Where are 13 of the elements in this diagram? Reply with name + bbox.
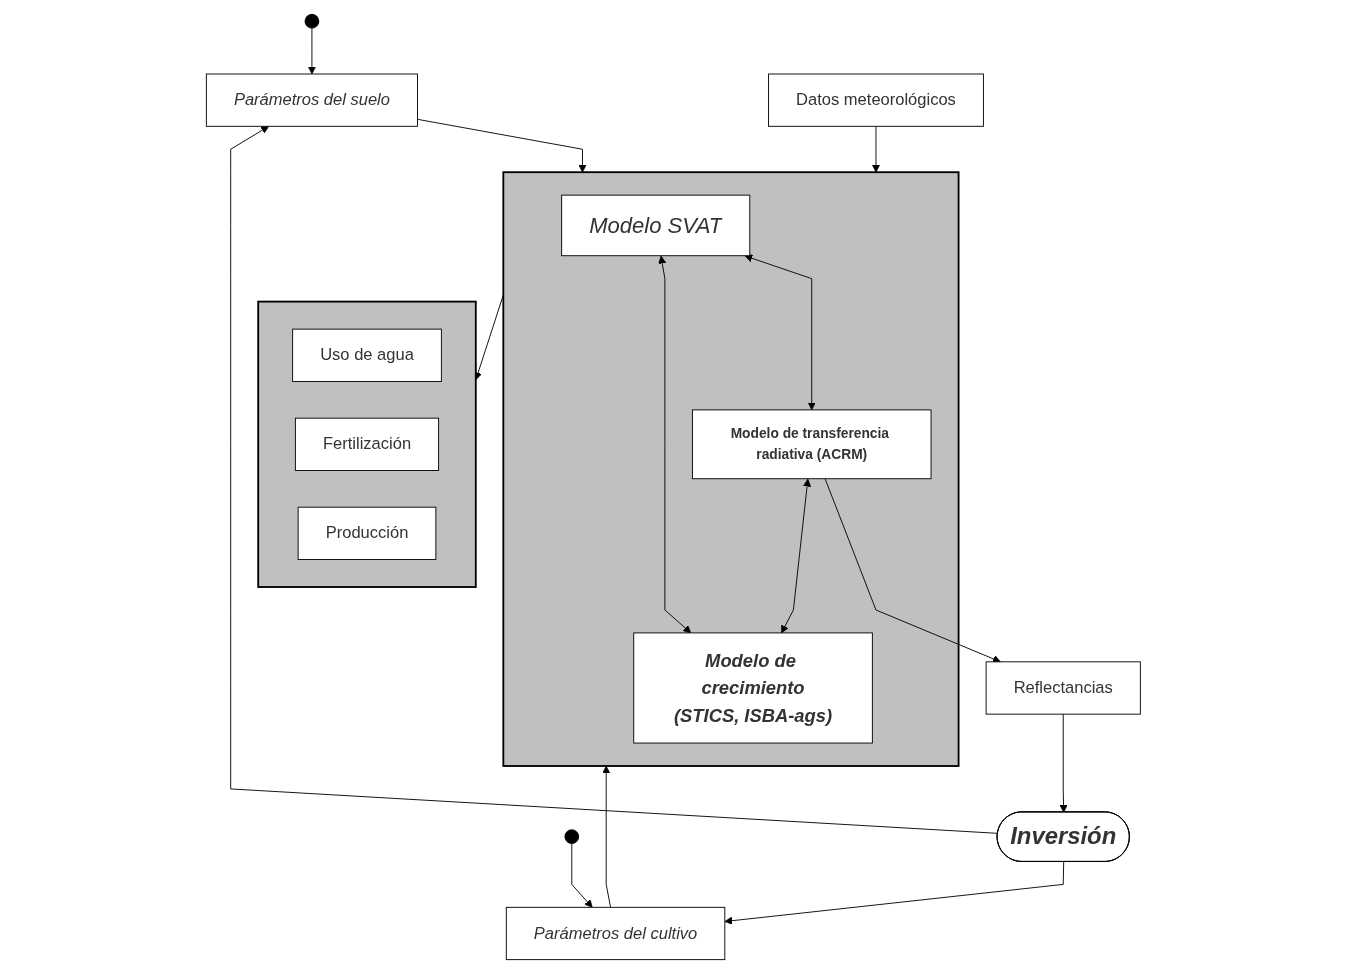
node-box: Uso de agua xyxy=(291,328,442,382)
node-box: Parámetros del cultivo xyxy=(505,906,725,961)
node-box: Producción xyxy=(297,506,436,560)
cluster xyxy=(256,300,477,588)
node-box: Modelo de crecimiento (STICS, ISBA-ags) xyxy=(632,632,873,744)
node-box: Datos meteorológicos xyxy=(767,73,984,127)
node-box: Parámetros del suelo xyxy=(205,73,418,127)
node-box: Modelo de transferencia radiativa (ACRM) xyxy=(691,409,932,480)
node-box: Reflectancias xyxy=(985,661,1141,715)
cluster xyxy=(502,171,960,767)
node-circle xyxy=(304,13,319,29)
node-box: Fertilización xyxy=(294,417,439,471)
node-circle xyxy=(564,829,579,844)
